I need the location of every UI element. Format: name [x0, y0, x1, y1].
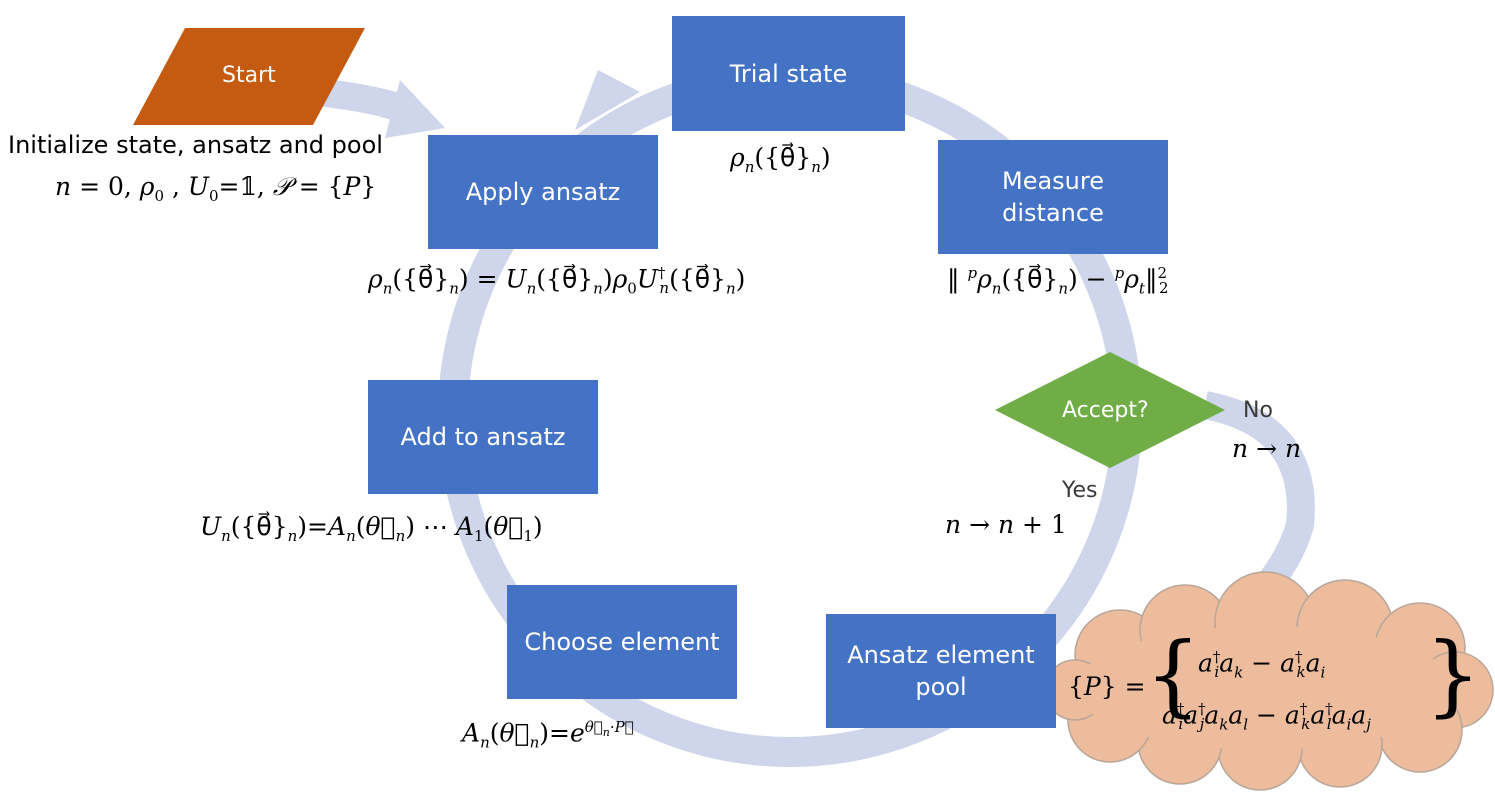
trial-state-box: Trial state: [672, 16, 905, 131]
add-to-ansatz-label: Add to ansatz: [400, 423, 566, 451]
pool-row-2: a†ia†jakal − a†ka†laiaj: [1162, 700, 1371, 734]
add-to-ansatz-equation: Un({θ⃗}n)=An(θ⃗n) ⋯ A1(θ⃗1): [200, 512, 543, 545]
pool-label-line1: Ansatz element: [847, 641, 1035, 669]
apply-ansatz-label: Apply ansatz: [465, 178, 621, 206]
pool-box: Ansatz element pool: [826, 614, 1056, 728]
accept-diamond: [995, 352, 1225, 468]
initialize-label: Initialize state, ansatz and pool: [8, 131, 383, 159]
apply-ansatz-equation: ρn({θ⃗}n) = Un({θ⃗}n)ρ0U†n({θ⃗}n): [368, 264, 746, 298]
start-label: Start: [222, 63, 276, 88]
trial-state-label: Trial state: [729, 59, 848, 88]
choose-element-label: Choose element: [524, 628, 720, 656]
measure-distance-label-line1: Measure: [1002, 167, 1104, 195]
pool-cloud: [1044, 571, 1494, 791]
choose-element-box: Choose element: [507, 585, 737, 699]
pool-brace-right: }: [1425, 623, 1481, 726]
measure-distance-box: Measure distance: [938, 140, 1168, 254]
no-arrow: [1202, 391, 1315, 602]
pool-label-line2: pool: [915, 673, 967, 701]
choose-element-equation: An(θ⃗n)=eθ⃗n·P⃗: [462, 718, 634, 752]
accept-label: Accept?: [1062, 398, 1149, 423]
apply-ansatz-box: Apply ansatz: [428, 135, 658, 249]
cycle-arrow-head: [575, 70, 640, 130]
yes-label: Yes: [1062, 478, 1098, 503]
init-equation: n = 0, ρ0 , U0=𝟙, 𝒫 = {P}: [55, 172, 377, 205]
distance-equation: ‖ pρn({θ⃗}n) − pρt‖22: [947, 264, 1169, 298]
pool-brace-left: {: [1145, 623, 1201, 726]
measure-distance-label-line2: distance: [1002, 199, 1104, 227]
add-to-ansatz-box: Add to ansatz: [368, 380, 598, 494]
trial-state-equation: ρn({θ⃗}n): [730, 143, 831, 176]
pool-row-1: a†iak − a†kai: [1198, 648, 1326, 682]
start-arrow-head: [385, 80, 445, 138]
no-label: No: [1243, 398, 1273, 423]
start-shape: [133, 28, 365, 125]
no-update-equation: n → n: [1232, 434, 1302, 463]
pool-equation-lhs: {P} =: [1068, 672, 1146, 701]
yes-update-equation: n → n + 1: [945, 510, 1067, 539]
